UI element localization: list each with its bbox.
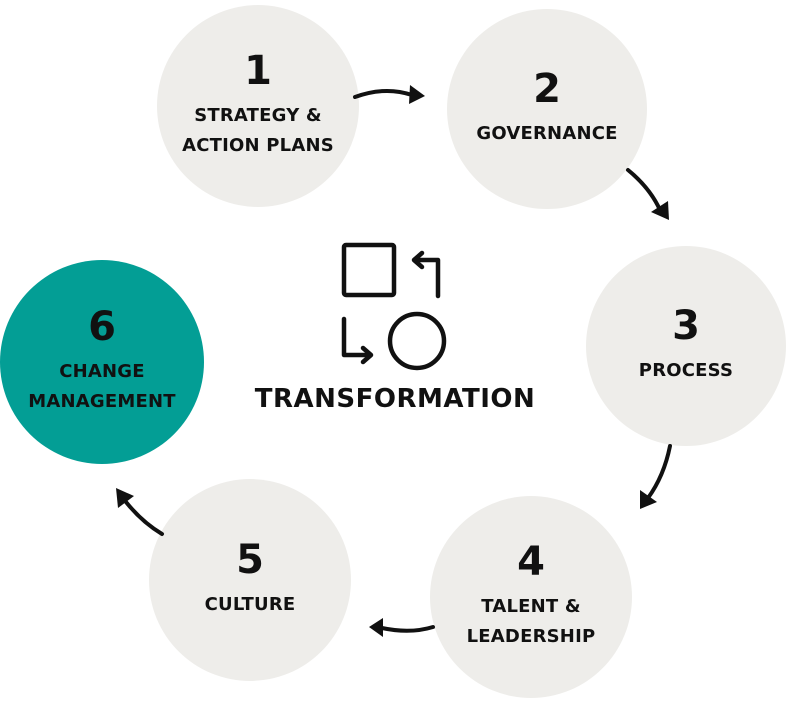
step-4-label-line2: LEADERSHIP: [466, 626, 596, 647]
step-6-label-line2: MANAGEMENT: [28, 391, 176, 412]
step-3-number: 3: [672, 303, 700, 349]
step-3-label-line1: PROCESS: [638, 360, 734, 381]
step-1-label-line1: STRATEGY &: [194, 105, 322, 126]
arrow-1-to-2-icon: [353, 85, 425, 104]
step-4-number: 4: [517, 539, 545, 585]
step-2-label-line1: GOVERNANCE: [476, 123, 618, 144]
step-1-number: 1: [244, 48, 272, 94]
center-title: TRANSFORMATION: [254, 384, 536, 414]
arrow-3-to-4-icon: [640, 444, 672, 509]
step-5-number: 5: [236, 537, 264, 583]
step-1-circle: 1 STRATEGY & ACTION PLANS: [157, 5, 359, 207]
step-5-label-line1: CULTURE: [204, 594, 296, 615]
step-2-circle: 2 GOVERNANCE: [447, 9, 647, 209]
arrow-5-to-6-icon: [116, 488, 164, 536]
arrow-4-to-5-icon: [369, 618, 435, 637]
step-6-number: 6: [88, 304, 116, 350]
transformation-icon: [341, 242, 447, 371]
step-2-number: 2: [533, 66, 561, 112]
step-4-circle: 4 TALENT & LEADERSHIP: [430, 496, 632, 698]
step-1-label-line2: ACTION PLANS: [182, 135, 334, 156]
step-6-circle: 6 CHANGE MANAGEMENT: [0, 260, 204, 464]
step-6-label-line1: CHANGE: [59, 361, 145, 382]
step-5-circle: 5 CULTURE: [149, 479, 351, 681]
step-4-label-line1: TALENT &: [481, 596, 581, 617]
arrow-2-to-3-icon: [626, 168, 669, 220]
step-3-circle: 3 PROCESS: [586, 246, 786, 446]
